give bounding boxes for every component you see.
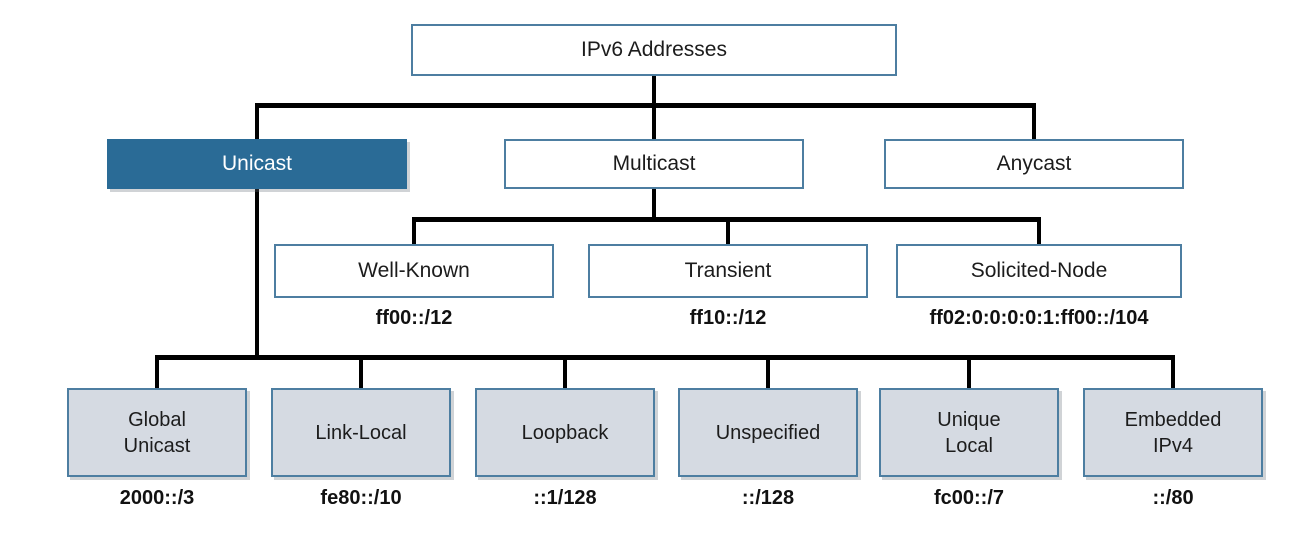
- node-link-local: Link-Local: [271, 388, 451, 477]
- prefix-loopback: ::1/128: [533, 487, 597, 509]
- node-ipv6-addresses: IPv6 Addresses: [411, 24, 897, 76]
- node-unique-local: Unique Local: [879, 388, 1059, 477]
- prefix-solicited-node: ff02:0:0:0:0:1:ff00::/104: [929, 307, 1149, 329]
- connector-linklocal-stub: [359, 355, 363, 390]
- connector-anycast-stub: [1032, 103, 1036, 139]
- prefix-unique-local: fc00::/7: [933, 487, 1005, 509]
- node-unicast: Unicast: [107, 139, 407, 189]
- prefix-transient: ff10::/12: [689, 307, 767, 329]
- prefix-well-known: ff00::/12: [375, 307, 453, 329]
- connector-loopback-stub: [563, 355, 567, 390]
- node-multicast: Multicast: [504, 139, 804, 189]
- connector-root-vertical: [652, 76, 656, 108]
- node-loopback: Loopback: [475, 388, 655, 477]
- connector-multicast-vertical: [652, 189, 656, 222]
- connector-unicast-stub: [255, 103, 259, 139]
- connector-multicast-stub: [652, 103, 656, 139]
- prefix-global-unicast: 2000::/3: [119, 487, 195, 509]
- connector-uniquelocal-stub: [967, 355, 971, 390]
- node-global-unicast: Global Unicast: [67, 388, 247, 477]
- connector-solicitednode-stub: [1037, 217, 1041, 246]
- node-transient: Transient: [588, 244, 868, 298]
- prefix-embedded-ipv4: ::/80: [1152, 487, 1194, 509]
- connector-embeddedipv4-stub: [1171, 355, 1175, 390]
- connector-unicast-horizontal: [155, 355, 1175, 360]
- node-well-known: Well-Known: [274, 244, 554, 298]
- connector-globalunicast-stub: [155, 355, 159, 390]
- connector-transient-stub: [726, 217, 730, 246]
- prefix-link-local: fe80::/10: [320, 487, 402, 509]
- node-embedded-ipv4: Embedded IPv4: [1083, 388, 1263, 477]
- connector-unspecified-stub: [766, 355, 770, 390]
- connector-level1-horizontal: [255, 103, 1036, 108]
- node-anycast: Anycast: [884, 139, 1184, 189]
- node-unspecified: Unspecified: [678, 388, 858, 477]
- node-solicited-node: Solicited-Node: [896, 244, 1182, 298]
- connector-wellknown-stub: [412, 217, 416, 246]
- connector-unicast-vertical: [255, 189, 259, 360]
- prefix-unspecified: ::/128: [741, 487, 795, 509]
